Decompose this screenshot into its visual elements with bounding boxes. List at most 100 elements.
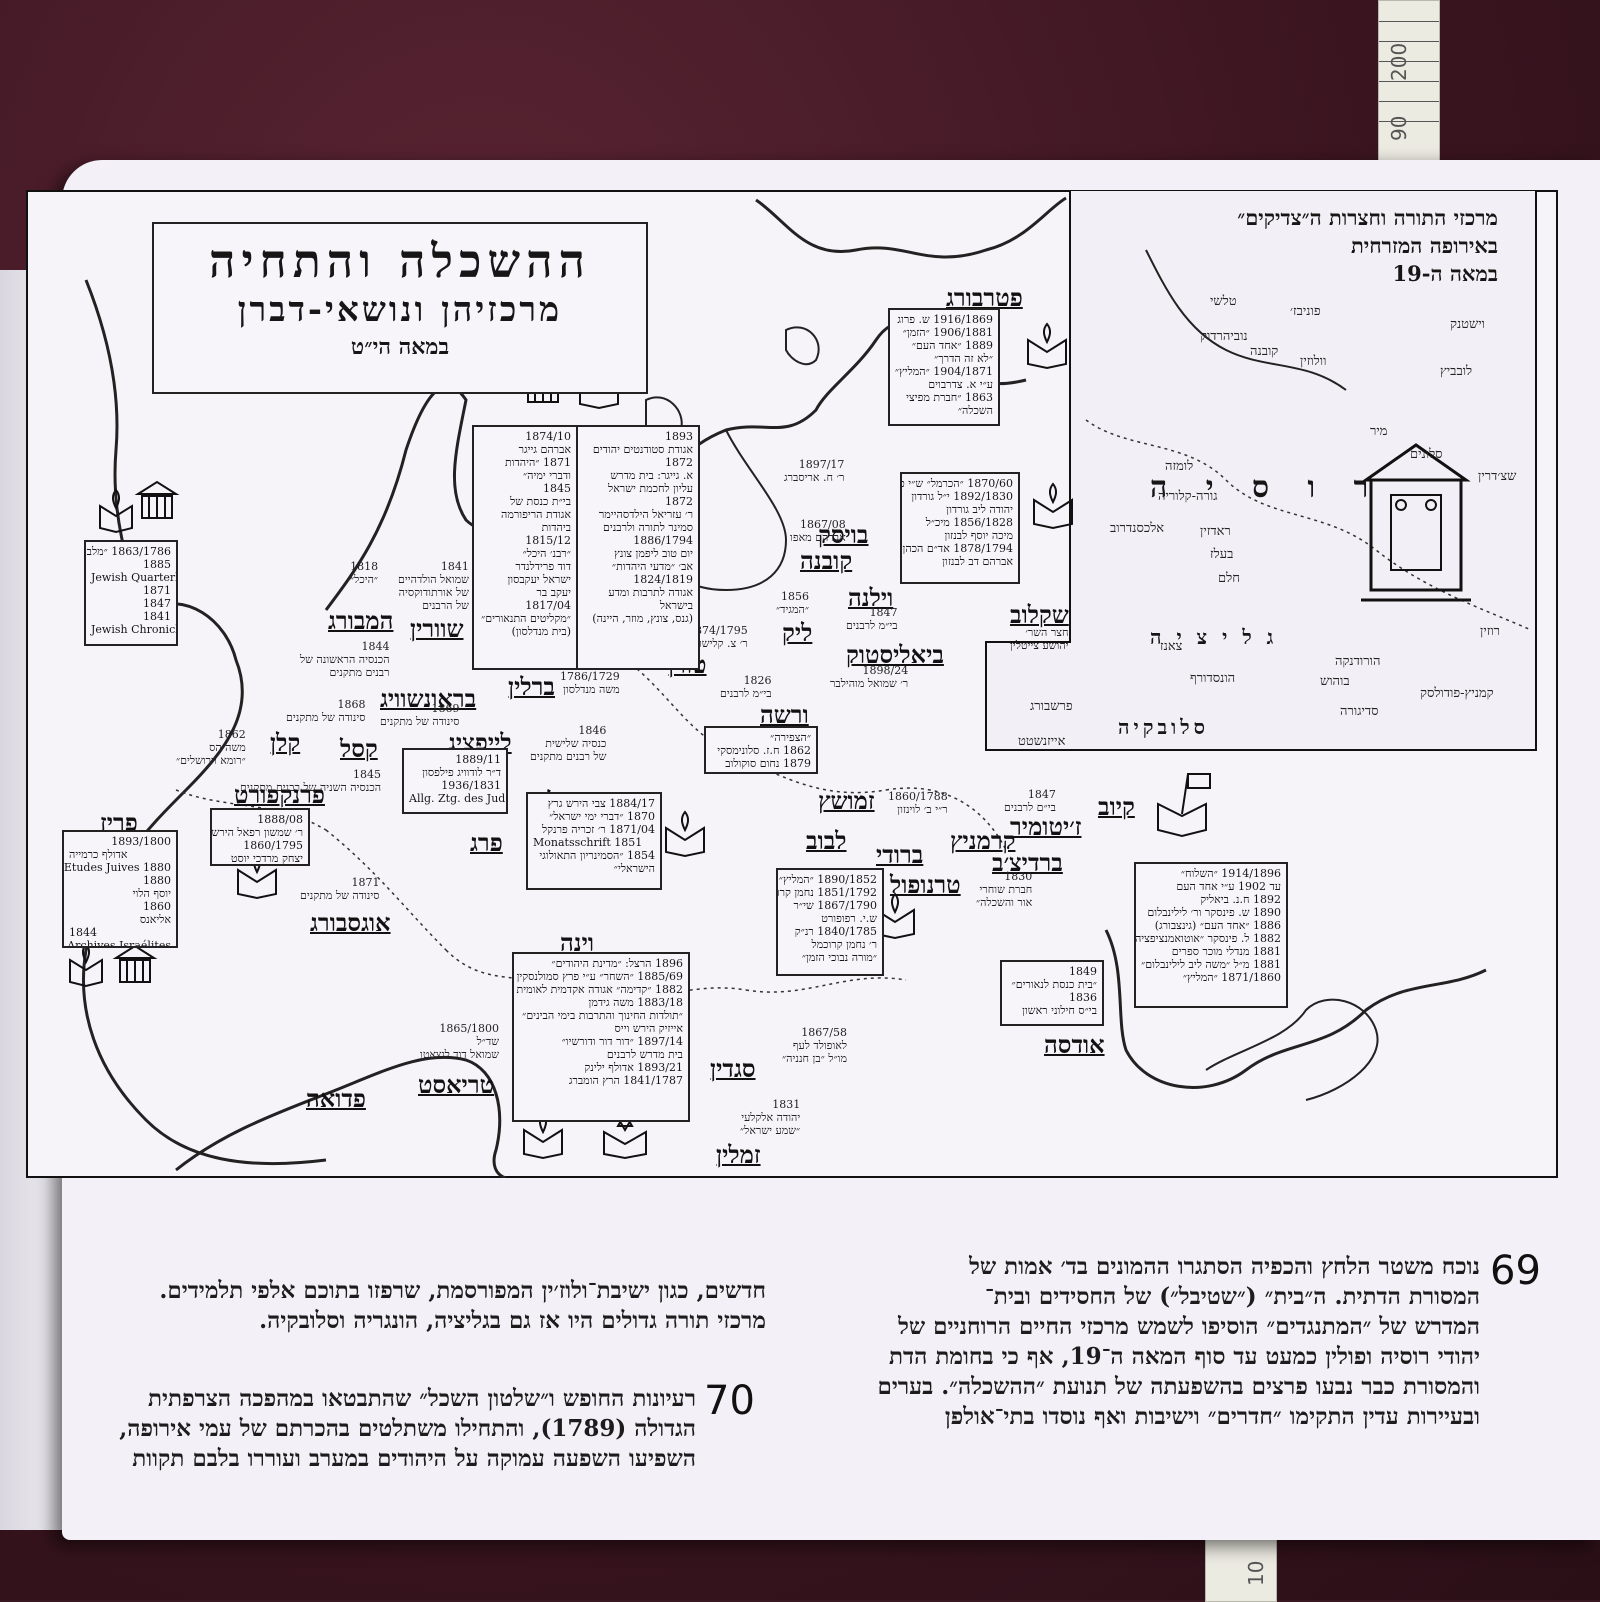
paris-box-line: 1860 [143, 900, 171, 913]
paris-box-line: 1880 Revue des Etudes Juives [63, 861, 171, 874]
lyck-note: 1856״המגיד״ [776, 590, 809, 616]
inset-place: מיר [1370, 424, 1388, 439]
inset-place: הורודנקה [1335, 654, 1381, 669]
berdichev-note-line: 1830 [1004, 870, 1033, 883]
ruler-label-10: 10 [1244, 1560, 1268, 1586]
paragraph-69-line: המסורת הדתית. ה״בית״ (״שטיבל״) של החסידי… [985, 1283, 1480, 1310]
berlin-left-line: 1871 ״היהדות [504, 456, 571, 469]
map-period: במאה הי״ט [350, 334, 450, 360]
berlin-right-line: 1872 [665, 495, 693, 508]
paris-info-box: 1893/1800 אדולף כרמייה 1880 Revue des Et… [62, 830, 178, 948]
inset-place: נוביהרדוק [1200, 329, 1248, 344]
vienna-box-line: 1883/18 משה גידמן [588, 996, 683, 1009]
frankfurt-note-line: 1845 [353, 768, 382, 781]
leipzig-box-line: 1936/1831 [441, 779, 501, 792]
paragraph-69: נוכח משטר הלחץ והכפיה הסתגרו ההמונים בד׳… [790, 1252, 1480, 1432]
berlin-left-line: ודברי ימיה״ [523, 469, 571, 482]
berlin-right-line: א. גייגר: בית מדרש [610, 469, 693, 482]
city-brunswick: בראונשוויג [380, 684, 477, 713]
cologne-note-line: 1862 [217, 728, 246, 741]
lvov-box-line: ״מורה נבוכי הזמן״ [801, 951, 877, 964]
kassel-note-line: סינודה של מתקנים [286, 711, 366, 724]
thorn-note-line: ר׳ צ. קלישר [696, 637, 748, 650]
frankfurt-box-line: ר׳ שמשון רפאל הירש [211, 826, 303, 839]
brunswick-note-line: הכנסיה הראשונה של [300, 653, 390, 666]
netherlands-box-line: Jewish Quarterly Review [91, 571, 176, 584]
paragraph-70: רעיונות החופש ו״שלטון השכל״ שהתבטאו במהפ… [96, 1384, 696, 1474]
city-berlin: ברלין [508, 672, 555, 701]
city-tarnopol: טרנופול [890, 870, 961, 899]
berlin-left-line: אברהם גייגר [518, 443, 571, 456]
city-zemun: זמלין [716, 1140, 761, 1169]
hamburg-note-line: של אורתודוקסיה [398, 586, 469, 599]
city-lvov: לבוב [806, 826, 847, 855]
city-schwerin: שוורין [410, 614, 464, 643]
map-title: ההשכלה והתחיה [209, 234, 591, 288]
berlin-left-line: ״מקליטים התנאורים״ [481, 612, 571, 625]
inset-place: וישטנק [1450, 317, 1485, 332]
berlin-right-line: 1872 [665, 456, 693, 469]
odessa-right-box-line: 1890 ש. פינסקר ור׳ לילינבלום [1147, 906, 1281, 919]
berlin-left-line: 1817/04 [525, 599, 571, 612]
inset-place: בעלז [1210, 547, 1234, 562]
paragraph-70-line: רעיונות החופש ו״שלטון השכל״ שהתבטאו במהפ… [147, 1385, 696, 1412]
bausk-note-line: ר׳ ח. אריסברג [784, 471, 845, 484]
city-kassel: קסל [340, 734, 378, 763]
vienna-box-line: 1882 ״קדימה״ אגודה אקדמית לאומית [516, 983, 683, 996]
lvov-box-line: 1867/1790 שי״ר [793, 899, 877, 912]
paris-box-line: 1880 [143, 874, 171, 887]
city-frankfurt: פרנקפורט [234, 780, 325, 809]
breslau-box-line: 1884/17 צבי הירש גרץ [547, 797, 655, 810]
brunswick-note-line: רבנים מתקנים [329, 666, 390, 679]
inset-place: קובנה [1250, 344, 1279, 359]
torch-book-icon [1027, 322, 1067, 370]
trieste-note-line: שד״ל [476, 1035, 500, 1048]
brunswick-note-line: 1844 [361, 640, 390, 653]
odessa-right-box-line: 1871/1860 ״המליץ״ [1182, 971, 1281, 984]
shklov-note-line: יהושע צייטלין [1010, 639, 1069, 652]
kovno-note-line: אברהם מאפו [790, 531, 846, 544]
odessa-right-box-line: 1892 ח.נ. ביאליק [1200, 893, 1281, 906]
city-shklov: שקלוב [1010, 600, 1069, 629]
brunswick-note: 1844 הכנסיה הראשונה של רבנים מתקנים [300, 640, 390, 679]
torch-book-icon [665, 810, 705, 858]
berlin-left-line: 1874/10 [525, 430, 571, 443]
ruler-top: 90 200 [1378, 0, 1440, 162]
torch-book-icon [1033, 482, 1073, 530]
paragraph-69-line: והמסורת כבר נבעו פרצים בהשפעתה של תנועת … [877, 1373, 1480, 1400]
berlin-right-line: 1886/1794 [633, 534, 693, 547]
odessa-right-box-line: 1882 ל. פינסקר ״אוטואמנציפציה״ [1134, 932, 1281, 945]
odessa-right-info-box: 1914/1896 ״השלוח״ עד 1902 ע״י אחד העם 18… [1134, 862, 1288, 1008]
inset-place: לומזה [1165, 459, 1194, 474]
trieste-note-line: 1865/1800 [439, 1022, 500, 1035]
city-zhitomir: ז׳יטומיר [1010, 812, 1082, 841]
netherlands-box-line: 1871 [143, 584, 171, 597]
lyck-note-line: ״המגיד״ [776, 603, 810, 616]
petersburg-box-line: ״לא זה הדרך״ [934, 352, 993, 365]
warsaw-box-line: 1862 ח.ז. סלונימסקי [717, 744, 811, 757]
breslau-info-box: 1884/17 צבי הירש גרץ 1870 ״דברי ימי ישרא… [526, 792, 662, 890]
breslau-box-line: Monatsschrift 1851 [533, 836, 643, 849]
petersburg-box-line: 1863 ״חברת מפיצי [906, 391, 993, 404]
berlin-right-line: סמינר לתורה ולרבנים [602, 521, 693, 534]
vienna-box-line: ״תולדות החינוך והתרבות בימי הבינים״ [522, 1009, 683, 1022]
frankfurt-box-line: 1888/08 [257, 813, 303, 826]
seged-note-line: לאופולד לעף [792, 1039, 847, 1052]
netherlands-box-line: Jewish Chronicle [91, 623, 178, 636]
paragraph-69-line: המדרש של ״המתנגדים״ הוסיפו לשמש מרכזי הח… [898, 1313, 1480, 1340]
vilna-info-box: 1870/60 ״הכרמל״ ש״י פין 1892/1830 י״ל גו… [900, 472, 1020, 584]
leipzig-note-line: 1869 [431, 702, 460, 715]
torch-book-icon [69, 942, 103, 988]
vienna-box-line: אייזיק הירש וייס [614, 1022, 683, 1035]
breslau-note: 1846 כנסיה שלישית של רבנים מתקנים [530, 724, 606, 763]
petersburg-box-line: ע״י א. צדרבוים [928, 378, 993, 391]
inset-title-line-1: מרכזי התורה וחצרות ה״צדיקים״ [1237, 205, 1498, 230]
hamburg-note-line: 1818 [350, 560, 379, 573]
paragraph-70-line: השפיעו השפעה עמוקה על היהודים במערב ועור… [132, 1445, 696, 1472]
